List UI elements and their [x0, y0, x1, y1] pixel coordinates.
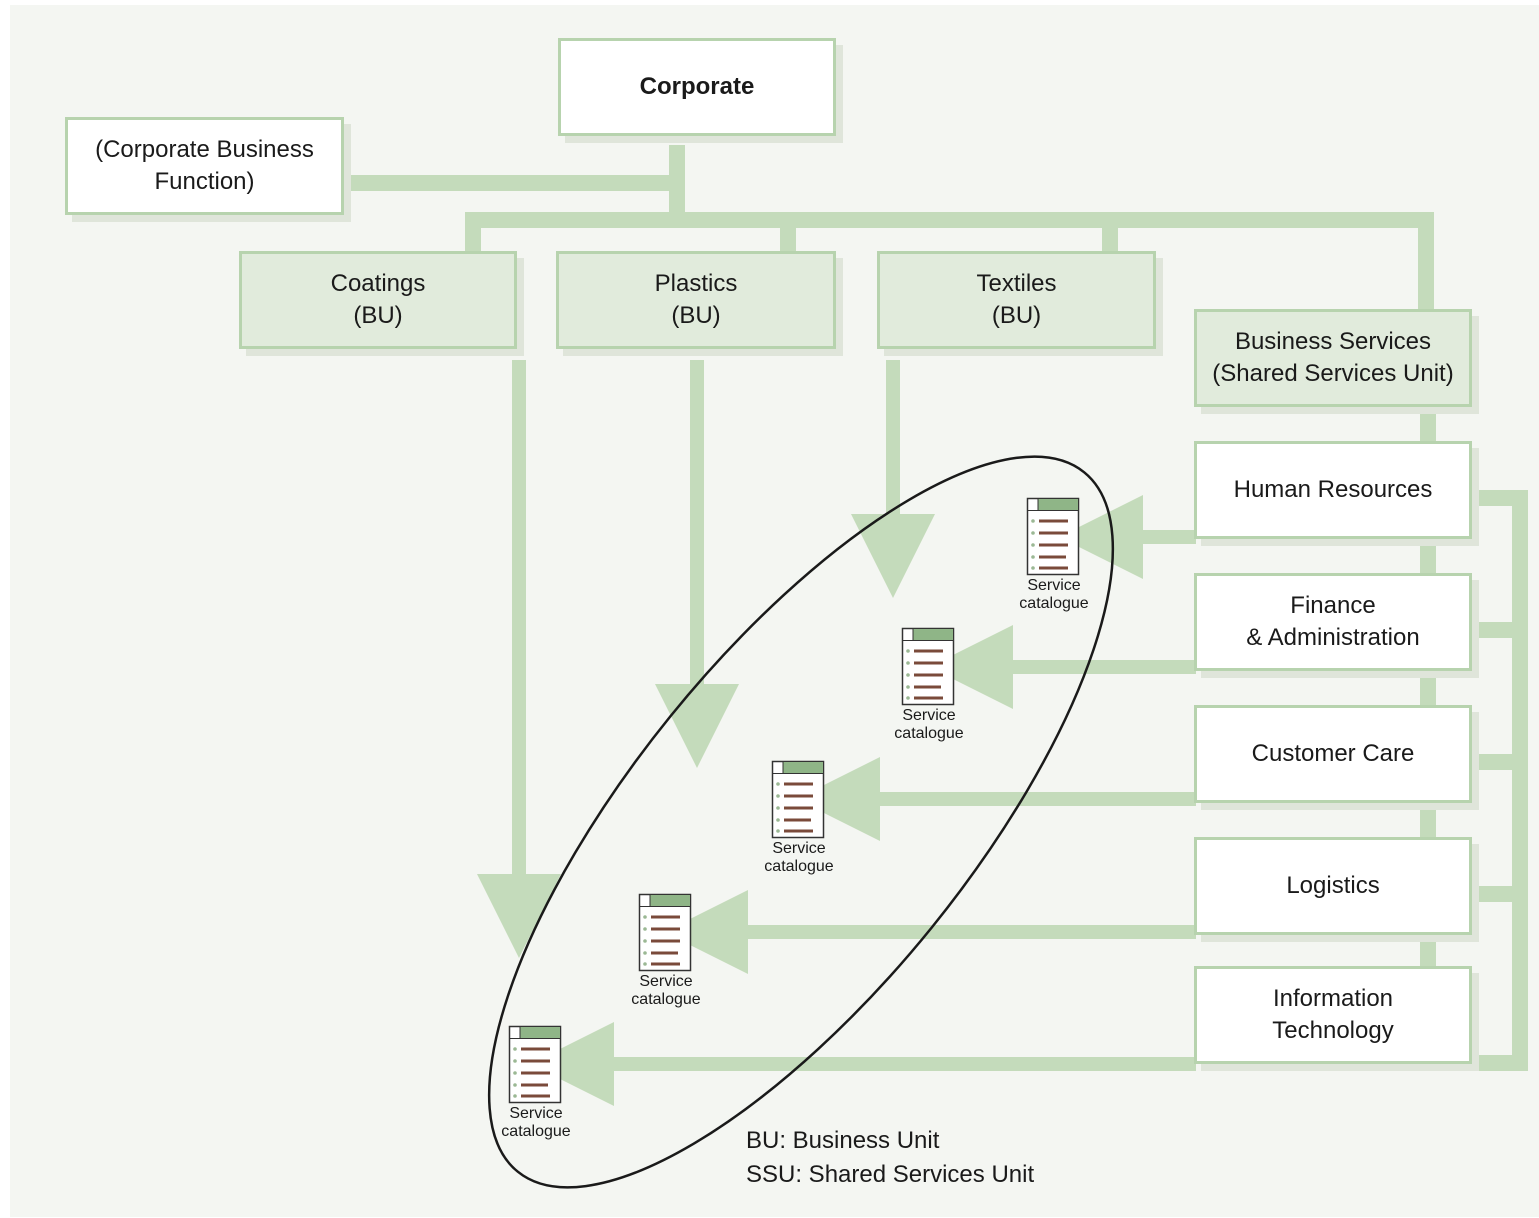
bu-plastics-box: Plastics (BU) [556, 251, 836, 349]
function-customer-care-box: Customer Care [1194, 705, 1472, 803]
service-catalogue-hr: Service catalogue [999, 497, 1109, 613]
corporate-box: Corporate [558, 38, 836, 136]
function-logistics-box: Logistics [1194, 837, 1472, 935]
catalogue-document-icon [771, 760, 825, 839]
catalogue-document-icon [638, 893, 692, 972]
catalogue-document-icon [508, 1025, 562, 1104]
service-catalogue-customer-care: Service catalogue [744, 760, 854, 876]
catalogue-grouping-ellipse [487, 455, 1115, 1189]
service-catalogue-it: Service catalogue [481, 1025, 591, 1141]
service-catalogue-finance: Service catalogue [874, 627, 984, 743]
legend-ssu: SSU: Shared Services Unit [746, 1161, 1035, 1188]
catalogue-arrows [477, 360, 1196, 1106]
service-catalogue-label: Service catalogue [1019, 577, 1089, 612]
function-human-resources-box: Human Resources [1194, 441, 1472, 539]
legend: BU: Business Unit SSU: Shared Services U… [746, 1124, 1034, 1192]
service-catalogue-label: Service catalogue [501, 1105, 571, 1140]
service-catalogue-label: Service catalogue [894, 707, 964, 742]
bu-textiles-box: Textiles (BU) [877, 251, 1156, 349]
ssu-business-services-box: Business Services (Shared Services Unit) [1194, 309, 1472, 407]
catalogue-document-icon [901, 627, 955, 706]
corporate-function-box: (Corporate Business Function) [65, 117, 344, 215]
bu-coatings-box: Coatings (BU) [239, 251, 517, 349]
legend-bu: BU: Business Unit [746, 1127, 940, 1154]
service-catalogue-logistics: Service catalogue [611, 893, 721, 1009]
function-finance-box: Finance & Administration [1194, 573, 1472, 671]
catalogue-document-icon [1026, 497, 1080, 576]
function-information-technology-box: Information Technology [1194, 966, 1472, 1064]
service-catalogue-label: Service catalogue [631, 973, 701, 1008]
service-catalogue-label: Service catalogue [764, 840, 834, 875]
